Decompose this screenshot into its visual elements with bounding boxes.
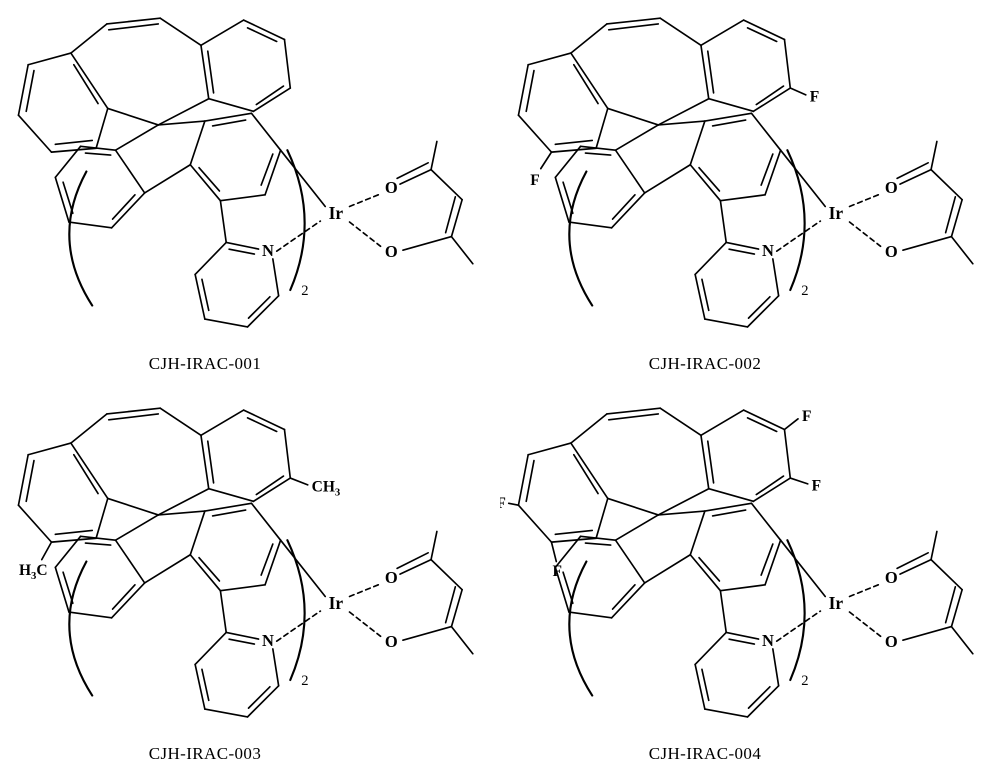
substituent-methyl-right: CH3 (290, 478, 340, 498)
compound-label-3: CJH-IRAC-003 (0, 744, 455, 764)
compound-panel-2: F F CJH-IRAC-002 (500, 0, 1000, 390)
structure-drawing-2: F F (500, 0, 1000, 346)
compound-panel-3: CH3 H3C CJH-IRAC-003 (0, 390, 500, 779)
structure-drawing-1 (0, 0, 500, 346)
fluorine-label: F (810, 89, 819, 106)
compound-label-4: CJH-IRAC-004 (455, 744, 955, 764)
substituent-methyl-left: H3C (19, 542, 52, 582)
methyl-label: CH3 (312, 479, 341, 499)
fluorine-label: F (530, 172, 539, 189)
compound-label-1: CJH-IRAC-001 (0, 354, 455, 374)
substituent-fluoro-left-top: F (500, 495, 518, 512)
fluorine-label: F (553, 563, 562, 580)
substituent-fluoro-right-top: F (784, 408, 811, 430)
fluorine-label: F (812, 478, 821, 495)
compound-panel-4: F F F F CJH-IRAC-004 (500, 390, 1000, 779)
substituent-fluoro-left: F (530, 152, 551, 189)
fluorine-label: F (802, 408, 811, 425)
compound-label-2: CJH-IRAC-002 (455, 354, 955, 374)
substituent-fluoro-right-side: F (790, 478, 821, 495)
structure-drawing-4: F F F F (500, 390, 1000, 736)
methyl-label: H3C (19, 562, 48, 582)
compound-panel-1: CJH-IRAC-001 (0, 0, 500, 390)
fluorine-label: F (500, 495, 506, 512)
structure-drawing-3: CH3 H3C (0, 390, 500, 736)
substituent-fluoro-right: F (790, 88, 819, 106)
